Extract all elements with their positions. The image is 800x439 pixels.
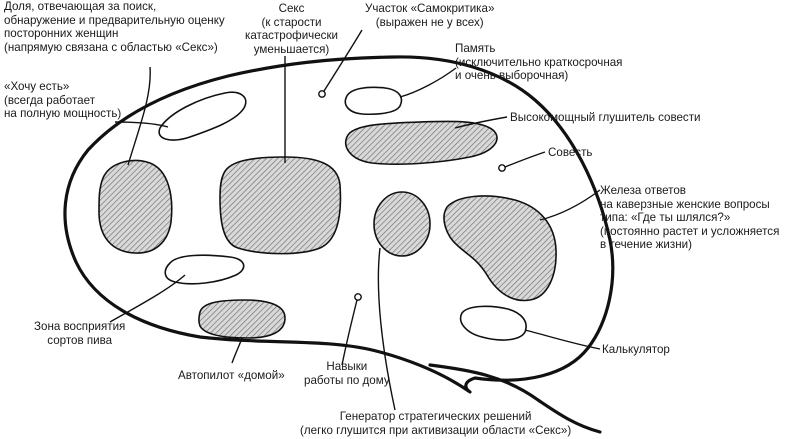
leader-self-criticism <box>323 29 363 92</box>
label-beer-zone: Зона восприятия сортов пива <box>34 320 126 347</box>
leader-autopilot <box>231 337 243 364</box>
conscience-suppressor-region <box>344 120 498 165</box>
label-autopilot: Автопилот «домой» <box>178 369 285 382</box>
leader-beer <box>109 274 186 323</box>
self-criticism-dot <box>318 90 326 98</box>
housework-dot <box>354 293 362 301</box>
leader-housework <box>341 299 358 366</box>
label-suppressor: Высокомощный глушитель совести <box>510 111 701 124</box>
label-housework: Навыки работы по дому <box>304 360 390 387</box>
eat-region <box>158 91 247 141</box>
brain-stem <box>428 363 602 434</box>
label-strategy-generator: Генератор стратегических решений (легко … <box>300 410 572 437</box>
label-search-lobe: Доля, отвечающая за поиск, обнаружение и… <box>4 0 225 54</box>
strategy-generator-region <box>373 191 431 257</box>
label-eat: «Хочу есть» (всегда работает на полную м… <box>4 80 122 121</box>
label-self-criticism: Участок «Самокритика» (выражен не у всех… <box>365 2 495 29</box>
autopilot-region <box>198 299 286 339</box>
leader-answers <box>539 189 601 221</box>
answers-gland-region <box>443 195 557 302</box>
leader-strategy <box>377 247 396 411</box>
leader-search <box>127 66 151 166</box>
leader-memory <box>399 67 457 98</box>
leader-calculator <box>524 329 601 350</box>
leader-conscience <box>504 151 546 168</box>
label-conscience: Совесть <box>548 146 593 159</box>
calculator-region <box>459 305 527 341</box>
leader-eat <box>114 121 169 128</box>
label-answers-gland: Железа ответов на каверзные женские вопр… <box>600 184 780 252</box>
conscience-dot <box>498 164 506 172</box>
leader-suppressor <box>454 116 508 129</box>
beer-region <box>164 254 245 285</box>
label-memory: Память (исключительно краткосрочная и оч… <box>455 42 623 83</box>
brain-outline <box>63 55 615 394</box>
search-lobe-region <box>98 159 173 254</box>
label-calculator: Калькулятор <box>602 343 670 356</box>
label-sex: Секс (к старости катастрофически уменьша… <box>245 2 338 56</box>
sex-region <box>219 156 342 255</box>
memory-region <box>344 86 403 116</box>
